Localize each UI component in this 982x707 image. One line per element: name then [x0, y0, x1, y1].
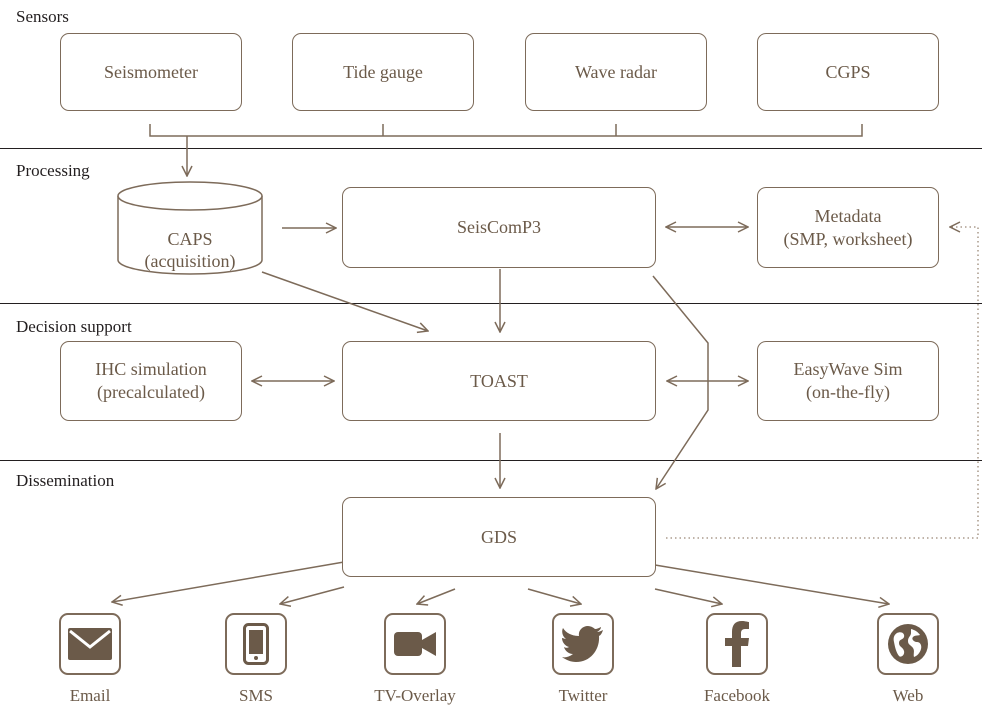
channel-label-sms: SMS [238, 686, 274, 705]
channel-label-tv-overlay: TV-Overlay [374, 686, 456, 705]
channel-label-email: Email [69, 686, 111, 705]
facebook-icon [706, 613, 768, 675]
toast-box: TOAST [342, 341, 656, 421]
section-label-processing: Processing [16, 161, 90, 180]
gds-box: GDS [342, 497, 656, 577]
arrow-caps-to-toast [261, 271, 428, 331]
divider-sensors-processing [0, 148, 982, 149]
arrow-gds-email [112, 561, 345, 602]
channel-label-web: Web [892, 686, 924, 705]
arrow-gds-web [654, 564, 889, 604]
section-label-dissemination: Dissemination [16, 471, 115, 490]
arrow-gds-tv [417, 588, 456, 604]
caps-cylinder [117, 181, 263, 275]
arrow-seiscomp-to-gds [652, 275, 709, 489]
easywave-box: EasyWave Sim (on-the-fly) [757, 341, 939, 421]
sensor-bus [149, 124, 863, 137]
divider-processing-decision [0, 303, 982, 304]
video-camera-icon [384, 613, 446, 675]
section-label-sensors: Sensors [16, 7, 69, 26]
metadata-box: Metadata (SMP, worksheet) [757, 187, 939, 268]
arrow-gds-facebook [654, 588, 722, 604]
sensor-cgps: CGPS [757, 33, 939, 111]
sensor-tide-gauge: Tide gauge [292, 33, 474, 111]
ihc-simulation-box: IHC simulation (precalculated) [60, 341, 242, 421]
arrow-gds-sms [280, 586, 345, 604]
arrow-gds-twitter [527, 588, 581, 604]
seiscomp3-box: SeisComP3 [342, 187, 656, 268]
section-label-decision-support: Decision support [16, 317, 132, 336]
channel-label-twitter: Twitter [558, 686, 608, 705]
twitter-bird-icon [552, 613, 614, 675]
phone-icon [225, 613, 287, 675]
globe-icon [877, 613, 939, 675]
sensor-seismometer: Seismometer [60, 33, 242, 111]
caps-label: CAPS (acquisition) [144, 229, 236, 271]
envelope-icon [59, 613, 121, 675]
divider-decision-dissemination [0, 460, 982, 461]
sensor-wave-radar: Wave radar [525, 33, 707, 111]
channel-label-facebook: Facebook [703, 686, 771, 705]
